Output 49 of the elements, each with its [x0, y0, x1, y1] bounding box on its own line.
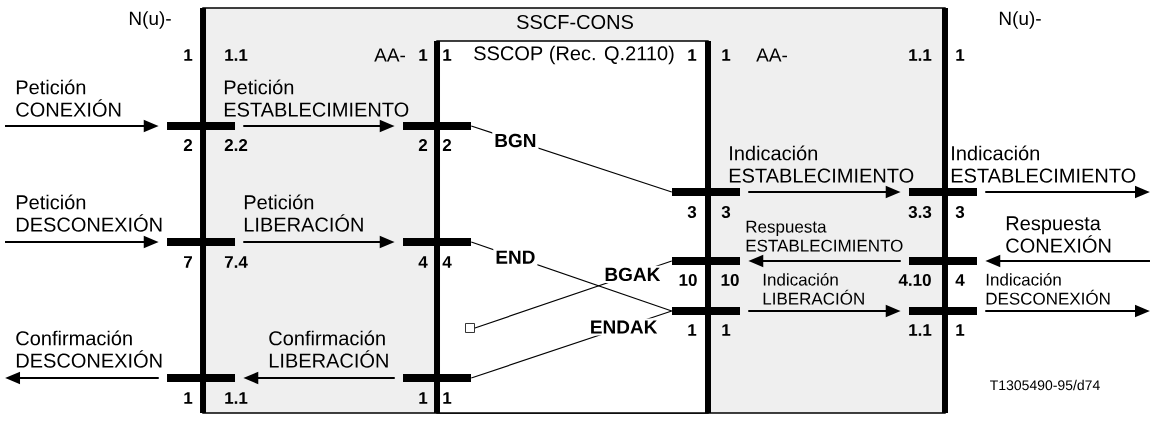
port-bar — [909, 307, 977, 315]
port-bar — [167, 238, 235, 246]
port-number: 1 — [419, 49, 428, 61]
port-bar — [909, 257, 977, 265]
port-bar — [403, 374, 471, 382]
edge-label: Petición CONEXIÓN — [16, 79, 121, 117]
edge-label: Indicación LIBERACIÓN — [763, 273, 864, 305]
port-number: 10 — [679, 273, 697, 286]
port-bar — [672, 257, 740, 265]
port-number: 1.1 — [225, 49, 248, 61]
edge-label: Indicación ESTABLECIMIENTO — [729, 145, 914, 183]
layer-label: N(u)- — [999, 11, 1041, 29]
port-bar — [672, 307, 740, 315]
edge-label: Petición LIBERACIÓN — [244, 194, 363, 232]
layer-label: AA- — [374, 48, 405, 62]
figure-code: T1305490-95/d74 — [990, 379, 1100, 391]
port-number: 1 — [688, 49, 697, 61]
layer-label: N(u)- — [129, 11, 171, 29]
port-number: 2.2 — [224, 139, 248, 151]
layer-label: AA- — [756, 48, 787, 62]
port-bar — [403, 122, 471, 130]
port-bar — [403, 238, 471, 246]
edge-label: Indicación ESTABLECIMIENTO — [951, 145, 1136, 183]
edge-label: Indicación DESCONEXIÓN — [986, 273, 1110, 305]
port-bar — [167, 122, 235, 130]
edge-label: Respuesta CONEXIÓN — [1006, 216, 1111, 253]
port-bar — [167, 374, 235, 382]
edge-label: Petición DESCONEXIÓN — [16, 194, 162, 232]
edge-label: Petición ESTABLECIMIENTO — [224, 79, 409, 117]
port-number: 7.4 — [224, 256, 248, 268]
port-number: 4 — [955, 274, 965, 286]
port-number: 1 — [722, 49, 731, 61]
port-number: 4.10 — [898, 273, 931, 286]
port-number: 3 — [687, 205, 697, 218]
port-number: 1 — [184, 49, 193, 61]
port-bar — [909, 188, 977, 196]
port-number: 3 — [721, 205, 731, 218]
port-number: 3.3 — [908, 205, 932, 218]
port-number: 1 — [443, 49, 452, 61]
port-number: 10 — [721, 273, 739, 286]
edge-label: Respuesta ESTABLECIMIENTO — [746, 220, 903, 252]
port-number: 3 — [955, 205, 965, 218]
edge-label: Confirmación DESCONEXIÓN — [16, 330, 162, 368]
port-number: 1.1 — [909, 49, 932, 61]
port-number: 1.1 — [225, 392, 248, 404]
port-bar — [672, 188, 740, 196]
small-square — [465, 323, 475, 333]
port-number: 1 — [956, 49, 965, 61]
edge-label: Confirmación LIBERACIÓN — [269, 330, 388, 368]
